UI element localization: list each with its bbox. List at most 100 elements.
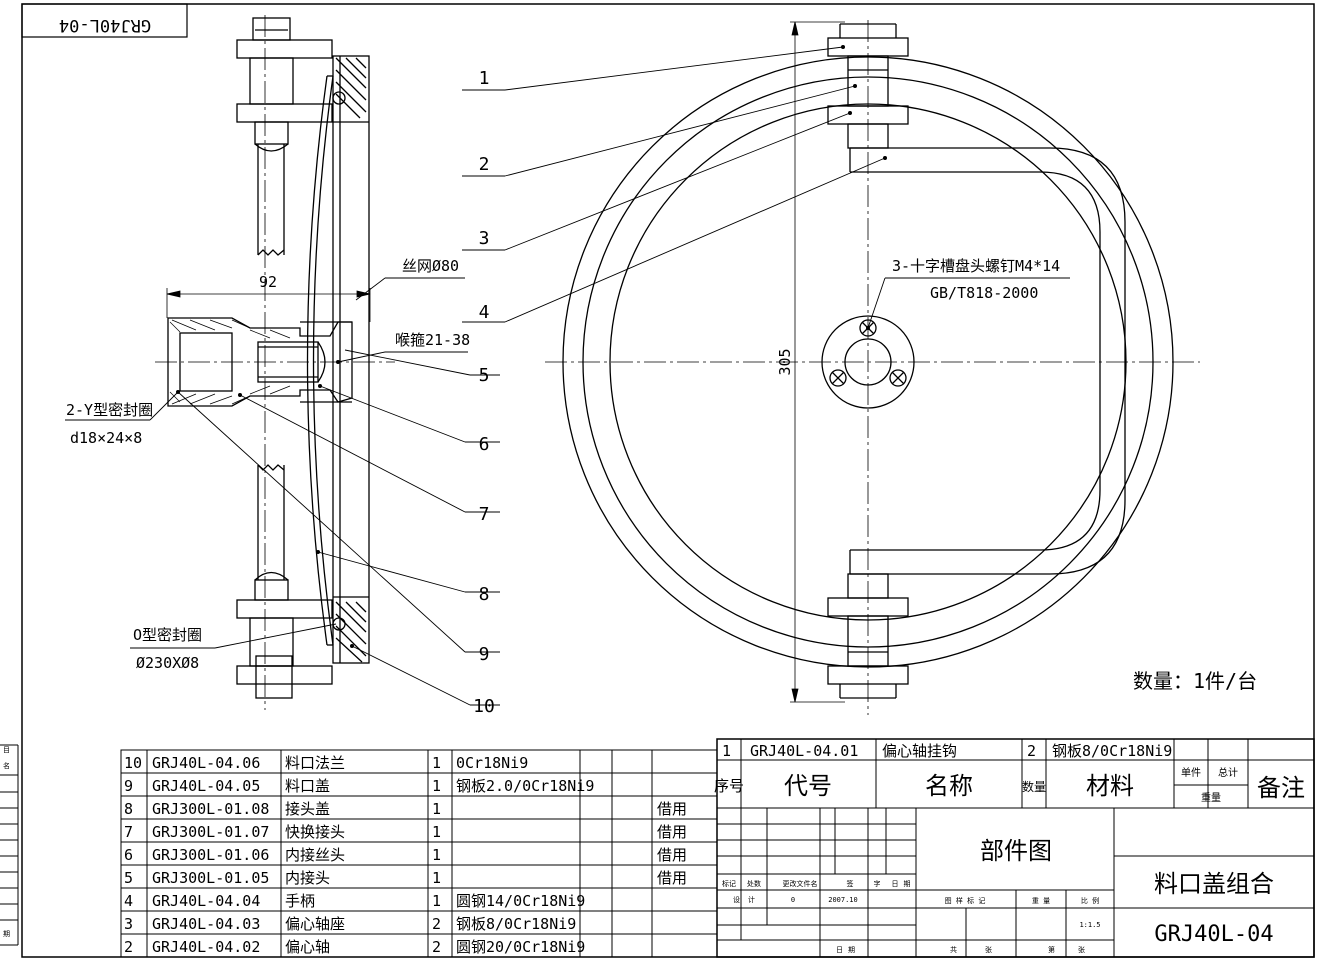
bom-right-no: 1	[722, 742, 731, 760]
callout-4: 4	[479, 302, 490, 323]
callout-8: 8	[479, 584, 490, 605]
left-margin-table	[0, 744, 19, 946]
bom-cell-code: GRJ300L-01.07	[152, 823, 269, 841]
scale-label: 比 例	[1081, 896, 1099, 905]
rev-col-sign: 签	[847, 879, 854, 888]
bom-cell-name: 手柄	[285, 892, 315, 910]
header-weight: 重量	[1201, 791, 1221, 804]
callout-3: 3	[479, 228, 490, 249]
leader-dots	[176, 360, 354, 648]
bom-right-qty: 2	[1027, 742, 1036, 760]
bom-cell-no: 10	[124, 754, 142, 772]
bom-cell-code: GRJ40L-04.05	[152, 777, 260, 795]
bom-cell-code: GRJ300L-01.05	[152, 869, 269, 887]
clamp-label: 喉箍21-38	[395, 331, 470, 349]
bottom-eccentric-assembly	[236, 464, 333, 699]
dimension-305-label: 305	[776, 348, 794, 375]
dimension-305	[790, 21, 845, 703]
lid-part-9	[306, 75, 334, 646]
bom-cell-note: 借用	[657, 823, 687, 841]
bom-cell-note: 借用	[657, 869, 687, 887]
bom-cell-material: 圆钢14/0Cr18Ni9	[456, 892, 585, 910]
bom-cell-no: 2	[124, 938, 133, 956]
title-block-grid	[716, 738, 1315, 958]
margin-label-2: 名	[3, 761, 10, 770]
sheet-no-label: 第	[1048, 945, 1055, 954]
handle-part-4	[849, 147, 1126, 575]
sheets-unit: 张	[985, 945, 992, 954]
bom-cell-material: 0Cr18Ni9	[456, 754, 528, 772]
oring-size-label: Ø230XØ8	[136, 654, 199, 672]
drawing-type: 部件图	[980, 837, 1052, 865]
header-material: 材料	[1086, 772, 1134, 800]
bom-cell-no: 4	[124, 892, 133, 910]
bom-cell-material: 圆钢20/0Cr18Ni9	[456, 938, 585, 956]
callout-10: 10	[473, 696, 495, 717]
screw-std-label: GB/T818-2000	[930, 284, 1038, 302]
flange-part-10	[332, 55, 370, 664]
bom-cell-qty: 1	[432, 754, 441, 772]
rev-col-char: 字	[874, 879, 881, 888]
bom-cell-name: 料口盖	[285, 777, 330, 795]
bom-cell-no: 3	[124, 915, 133, 933]
rev-col-mark: 标记	[722, 879, 736, 888]
rev-col-file: 更改文件名	[783, 879, 818, 888]
side-view-centerlines	[155, 15, 395, 710]
front-leader-dots	[841, 45, 887, 330]
bom-cell-qty: 1	[432, 800, 441, 818]
dimension-92-label: 92	[259, 273, 277, 291]
bom-row-9: 9 GRJ40L-04.05 料口盖 1 钢板2.0/0Cr18Ni9	[124, 777, 594, 795]
bom-cell-code: GRJ40L-04.03	[152, 915, 260, 933]
margin-label-3: 期	[3, 930, 10, 938]
bom-cell-no: 9	[124, 777, 133, 795]
front-view-centerlines	[545, 20, 1200, 715]
bom-cell-no: 8	[124, 800, 133, 818]
drawing-number: GRJ40L-04	[1154, 922, 1273, 947]
header-total: 总计	[1218, 766, 1238, 779]
callout-1: 1	[479, 68, 490, 89]
header-unit: 单件	[1181, 767, 1201, 779]
margin-label-1: 目	[3, 746, 10, 754]
bom-right-name: 偏心轴挂钩	[882, 742, 957, 760]
bom-cell-name: 内接丝头	[285, 846, 345, 864]
front-view-leaders	[462, 46, 1070, 329]
header-note: 备注	[1257, 774, 1305, 802]
front-view	[462, 20, 1200, 715]
bom-cell-material: 钢板8/0Cr18Ni9	[456, 915, 576, 933]
front-bottom-hinge	[827, 573, 909, 699]
mesh-label: 丝网Ø80	[402, 257, 459, 275]
bom-cell-code: GRJ40L-04.04	[152, 892, 260, 910]
top-eccentric-assembly	[236, 17, 333, 256]
design-date: 2007.10	[828, 896, 858, 904]
scale-value: 1:1.5	[1079, 921, 1100, 929]
bom-cell-no: 5	[124, 869, 133, 887]
bom-right-code: GRJ40L-04.01	[750, 742, 858, 760]
date-label: 日	[836, 946, 843, 954]
rev-col-count: 处数	[747, 879, 761, 888]
seal-y-label: 2-Y型密封圈	[66, 401, 153, 419]
weight-label: 重 量	[1032, 897, 1050, 905]
screw-label: 3-十字槽盘头螺钉M4*14	[892, 257, 1060, 275]
header-code: 代号	[784, 772, 832, 800]
header-qty: 数量	[1022, 779, 1046, 794]
part-name: 料口盖组合	[1154, 870, 1274, 898]
callout-7: 7	[479, 504, 490, 525]
bom-cell-material: 钢板2.0/0Cr18Ni9	[456, 777, 594, 795]
bom-right-material: 钢板8/0Cr18Ni9	[1052, 742, 1172, 760]
bom-cell-name: 快换接头	[285, 823, 345, 841]
bom-cell-qty: 1	[432, 823, 441, 841]
bom-cell-qty: 1	[432, 777, 441, 795]
bom-cell-qty: 1	[432, 892, 441, 910]
bom-cell-name: 内接头	[285, 869, 330, 887]
bom-cell-code: GRJ40L-04.02	[152, 938, 260, 956]
header-no: 序号	[714, 777, 744, 795]
bom-cell-code: GRJ300L-01.06	[152, 846, 269, 864]
rotated-code-label: GRJ40L-04	[59, 15, 151, 35]
bom-cell-qty: 1	[432, 846, 441, 864]
